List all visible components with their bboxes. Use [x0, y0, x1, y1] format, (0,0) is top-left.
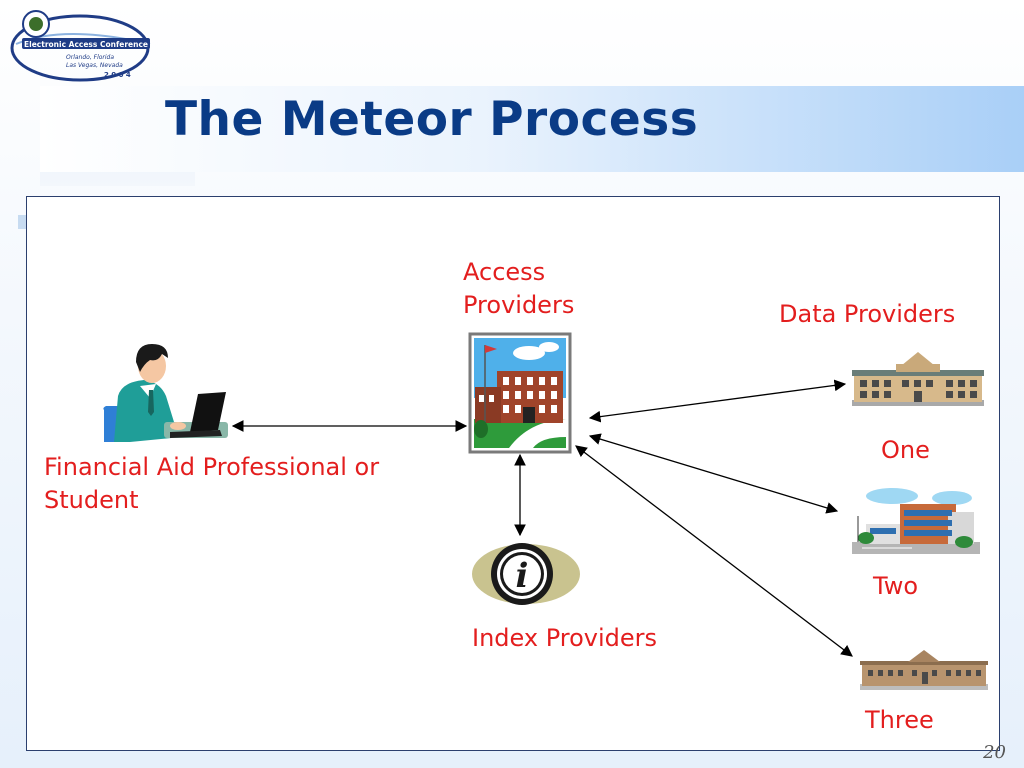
arrow-access-two — [588, 433, 839, 514]
accent-bar — [18, 215, 28, 229]
info-icon: i — [472, 543, 580, 605]
data-provider-two-label: Two — [873, 572, 918, 600]
data-provider-one-label: One — [881, 436, 930, 464]
arrow-access-one — [588, 379, 847, 423]
access-label-line2: Providers — [463, 291, 575, 319]
arrow-access-three — [575, 445, 853, 657]
building-one-icon — [852, 352, 984, 406]
logo-name: Electronic Access Conference — [24, 40, 148, 49]
building-two-icon — [852, 488, 980, 554]
data-provider-three-label: Three — [865, 706, 934, 734]
svg-text:i: i — [516, 556, 529, 596]
page-number: 20 — [983, 742, 1006, 763]
slide-title: The Meteor Process — [165, 92, 699, 147]
access-providers-label: Access Providers — [463, 256, 574, 322]
data-providers-label: Data Providers — [779, 300, 956, 328]
logo-year: 2 0 0 4 — [104, 71, 131, 79]
user-label-line1: Financial Aid Professional or — [44, 453, 380, 481]
user-label-line2: Student — [44, 486, 139, 514]
logo-line2: Las Vegas, Nevada — [66, 62, 123, 69]
user-at-laptop-icon — [103, 344, 228, 442]
building-three-icon — [860, 650, 988, 690]
user-label: Financial Aid Professional or Student — [44, 451, 379, 517]
logo-icon: Electronic Access Conference Orlando, Fl… — [10, 10, 151, 82]
school-building-icon — [468, 332, 572, 454]
index-providers-label: Index Providers — [472, 624, 658, 652]
access-label-line1: Access — [463, 258, 546, 286]
title-band — [40, 86, 1024, 172]
logo-line1: Orlando, Florida — [66, 54, 114, 61]
